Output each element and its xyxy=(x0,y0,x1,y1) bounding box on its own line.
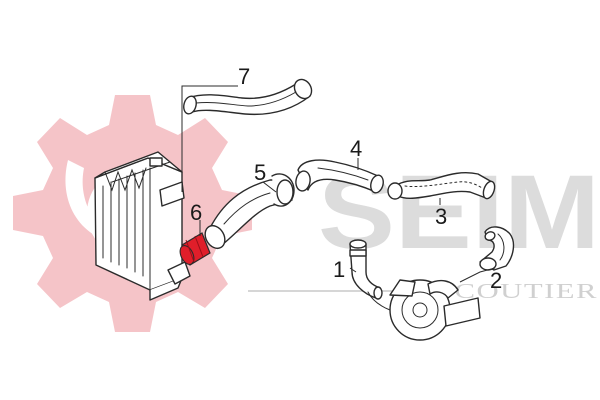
callout-3: 3 xyxy=(435,204,447,229)
callout-5: 5 xyxy=(254,160,266,185)
callout-6: 6 xyxy=(190,200,202,225)
callout-4: 4 xyxy=(350,136,362,161)
hose-5 xyxy=(204,173,295,250)
pipe-7 xyxy=(183,78,313,116)
turbocharger xyxy=(367,279,481,341)
breather-hose-1 xyxy=(349,239,383,300)
callout-1: 1 xyxy=(333,257,345,282)
hose-2 xyxy=(479,226,515,271)
coupler-hose-6 xyxy=(179,232,211,266)
leader-lines xyxy=(181,85,496,283)
hose-3 xyxy=(387,171,496,200)
callout-7: 7 xyxy=(238,64,250,89)
hose-4 xyxy=(295,159,384,194)
callout-labels: 7 5 4 3 6 1 2 xyxy=(190,64,502,293)
callout-2: 2 xyxy=(490,268,502,293)
intercooler xyxy=(94,151,191,301)
